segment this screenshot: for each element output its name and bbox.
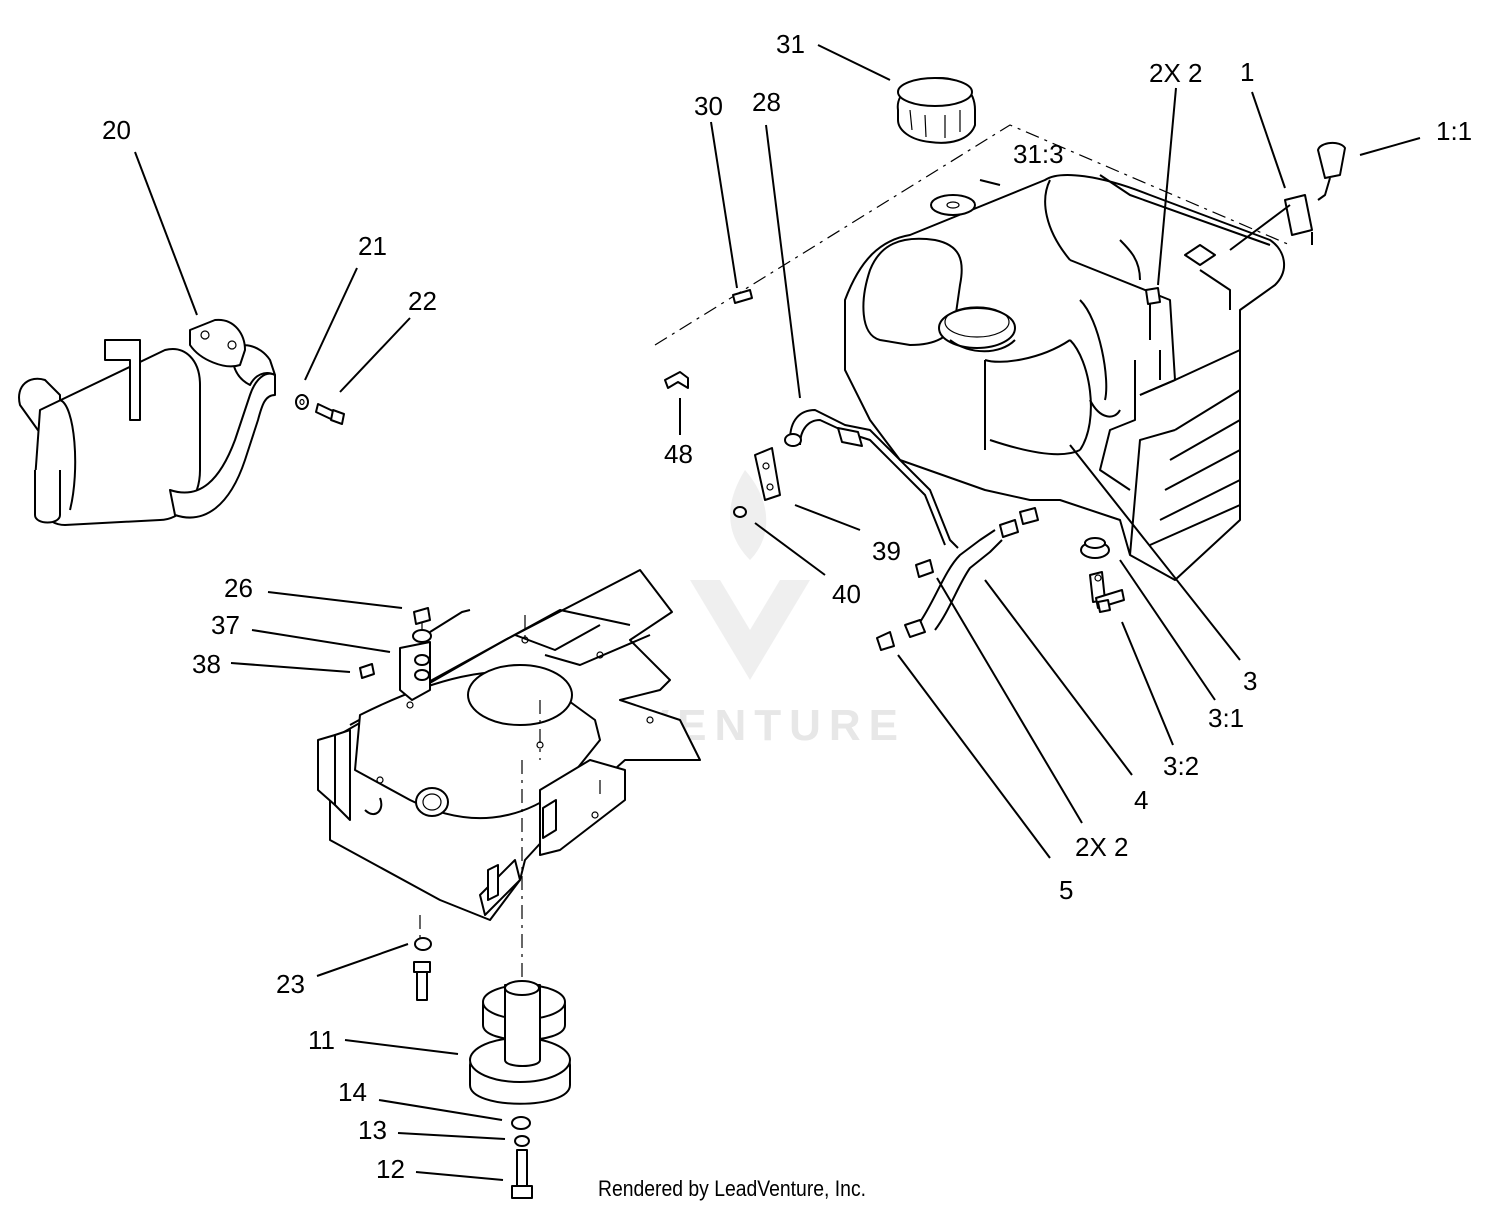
label-3: 3 <box>1243 666 1257 696</box>
clamp-2x2-bottom <box>915 559 934 578</box>
muffler-drawing <box>18 318 276 526</box>
hose-5 <box>876 619 926 651</box>
label-4: 4 <box>1134 785 1148 815</box>
knob-1-1 <box>1317 142 1346 201</box>
label-37: 37 <box>211 610 240 640</box>
frame-drawing <box>317 569 701 985</box>
label-30: 30 <box>694 91 723 121</box>
label-12: 12 <box>376 1154 405 1184</box>
label-39: 39 <box>872 536 901 566</box>
valve-3-2 <box>1089 571 1125 613</box>
label-20: 20 <box>102 115 131 145</box>
label-48: 48 <box>664 439 693 469</box>
fuel-tank-drawing <box>654 124 1291 581</box>
label-22: 22 <box>408 286 437 316</box>
label-1: 1 <box>1240 57 1254 87</box>
pin-30 <box>732 289 753 304</box>
grommet-3-1 <box>1080 537 1110 559</box>
label-26: 26 <box>224 573 253 603</box>
label-40: 40 <box>832 579 861 609</box>
cable-37 <box>412 609 471 681</box>
label-31-3: 31:3 <box>1013 139 1064 169</box>
label-11: 11 <box>308 1025 335 1055</box>
label-1-1: 1:1 <box>1436 116 1472 146</box>
gasket-31-3 <box>930 194 976 216</box>
clip-48 <box>664 371 689 389</box>
lockwasher-13 <box>514 1135 530 1147</box>
fuel-hose-4 <box>919 507 1039 631</box>
clamp-2x2-top <box>1145 287 1161 305</box>
label-21: 21 <box>358 231 387 261</box>
label-13: 13 <box>358 1115 387 1145</box>
label-28: 28 <box>752 87 781 117</box>
fuel-gauge-1 <box>1229 194 1313 251</box>
washer-21 <box>295 394 309 410</box>
bolt-12 <box>511 1149 533 1199</box>
bracket-39 <box>754 447 781 501</box>
screw-40 <box>733 506 747 518</box>
label-14: 14 <box>338 1077 367 1107</box>
leader-lines <box>134 44 1421 1181</box>
fuel-line-28 <box>784 409 959 549</box>
label-38: 38 <box>192 649 221 679</box>
label-2x2-bottom: 2X 2 <box>1075 832 1129 862</box>
fuel-cap-31 <box>896 77 976 144</box>
pulley-11 <box>469 980 571 1105</box>
render-credit: Rendered by LeadVenture, Inc. <box>598 1176 867 1201</box>
label-5: 5 <box>1059 875 1073 905</box>
bolt-22 <box>315 403 345 425</box>
label-3-2: 3:2 <box>1163 751 1199 781</box>
label-23: 23 <box>276 969 305 999</box>
watermark-logo <box>690 470 810 680</box>
label-3-1: 3:1 <box>1208 703 1244 733</box>
bolt-23 <box>413 937 432 1001</box>
label-2x2-top: 2X 2 <box>1149 58 1203 88</box>
label-31: 31 <box>776 29 805 59</box>
bolt-26 <box>413 607 431 625</box>
bolt-38 <box>359 663 375 679</box>
washer-14 <box>511 1116 531 1130</box>
